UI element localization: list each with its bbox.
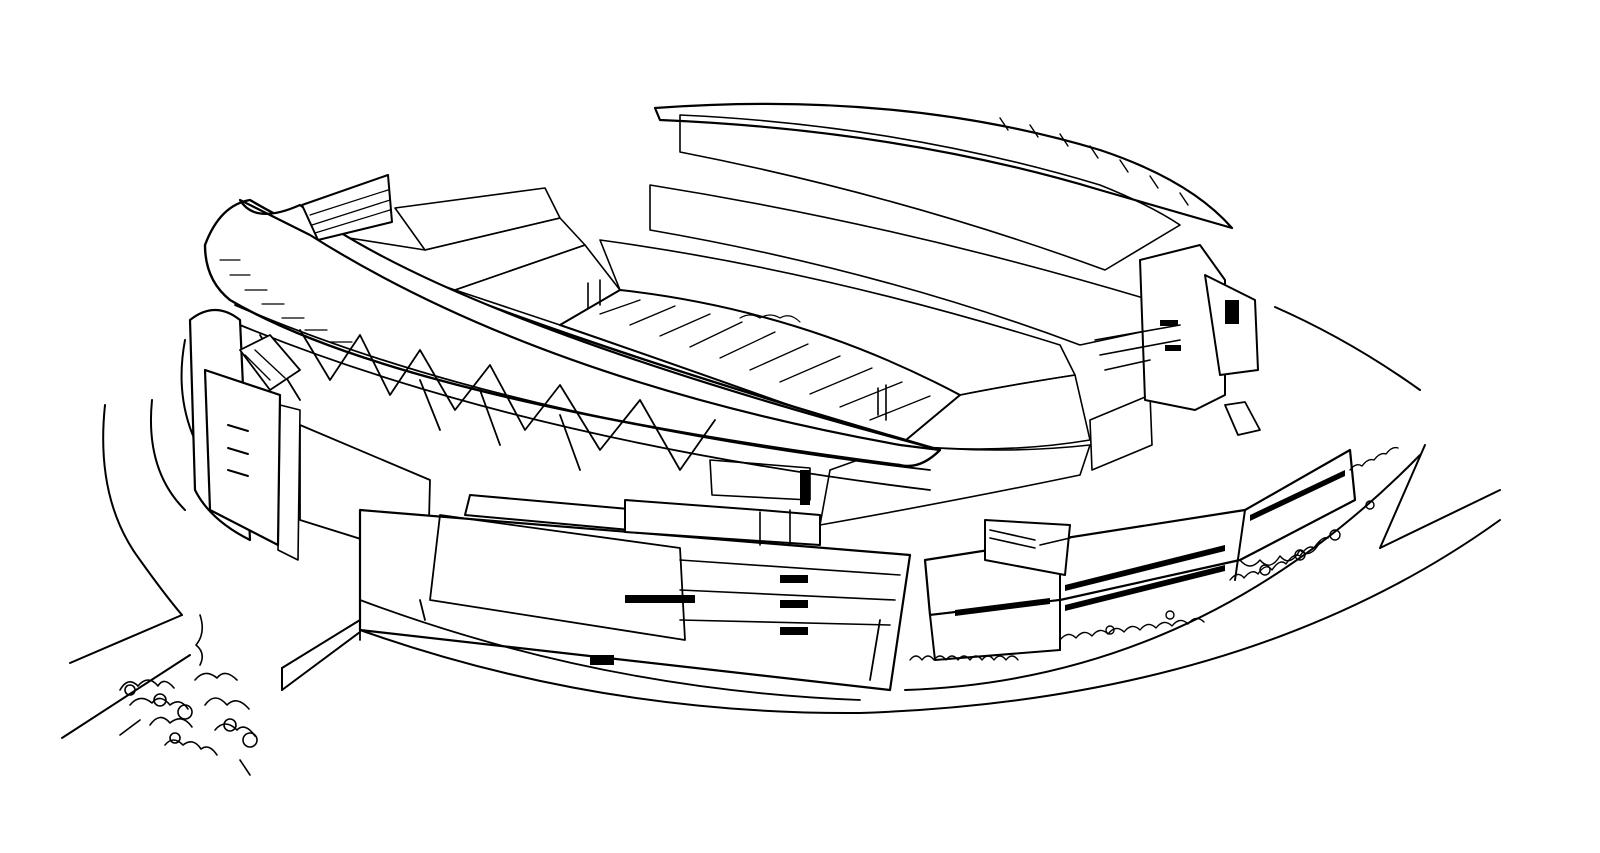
tree-cluster — [119, 614, 258, 776]
hedge-plantings — [909, 446, 1399, 661]
left-upper-ring — [203, 174, 942, 468]
football-field — [559, 279, 961, 446]
left-facade — [188, 308, 431, 561]
outer-structure-lines — [359, 599, 881, 701]
ground-lines — [61, 306, 1501, 739]
right-facade — [923, 244, 1357, 661]
back-roof — [653, 102, 1234, 230]
